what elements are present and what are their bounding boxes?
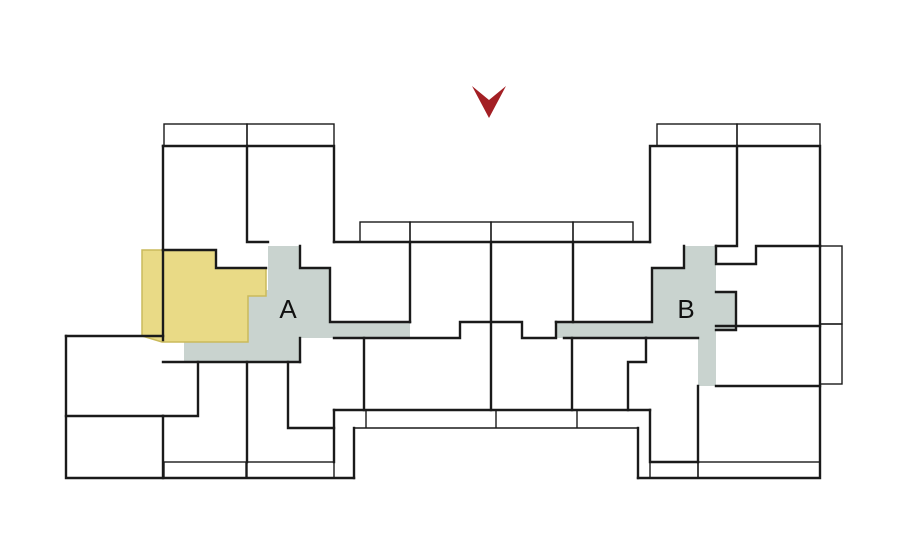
stair-label-b: B <box>677 294 694 324</box>
stair-label-a: A <box>279 294 297 324</box>
north-marker-icon <box>472 86 506 118</box>
middle-block-walls <box>332 221 652 480</box>
corridor-a[interactable] <box>184 246 410 362</box>
corridor-b[interactable] <box>556 246 736 386</box>
right-wing-walls <box>554 123 843 480</box>
selected-apartment[interactable] <box>141 249 267 343</box>
left-wing-walls <box>64 123 412 480</box>
